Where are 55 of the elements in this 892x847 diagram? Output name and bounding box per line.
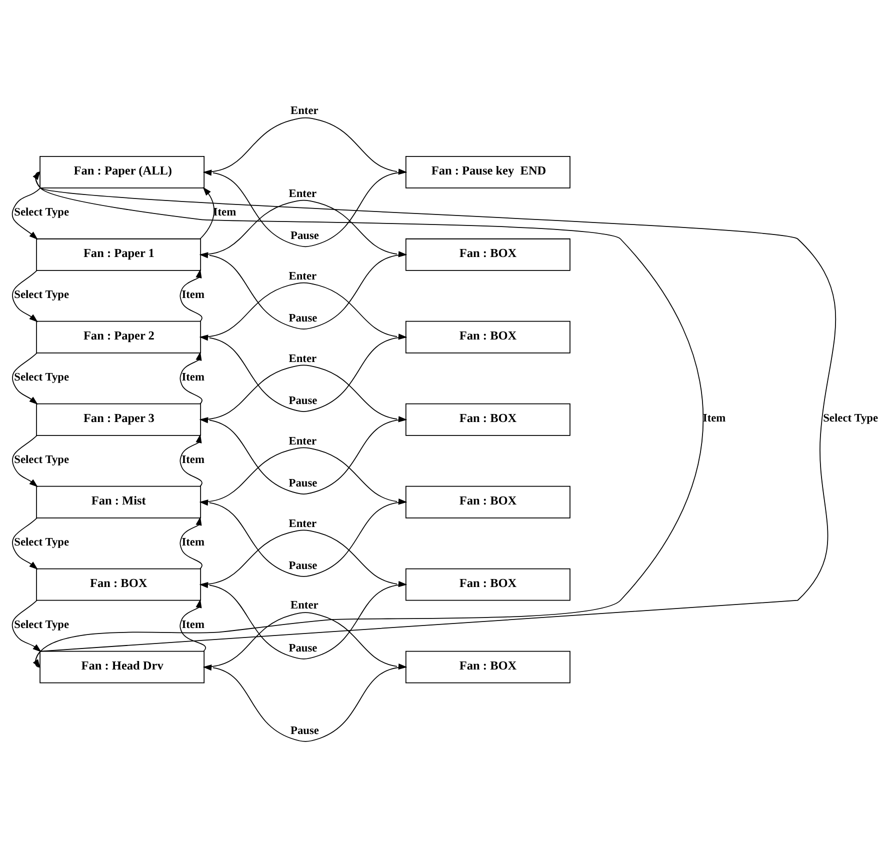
node-box: Fan : BOX <box>405 568 570 601</box>
edge-label: Item <box>182 454 204 466</box>
node-box: Fan : Paper 1 <box>36 238 202 271</box>
edge-label: Pause <box>288 560 318 572</box>
edge-label: Enter <box>288 518 317 530</box>
node-box: Fan : Paper 3 <box>36 403 202 436</box>
node-box: Fan : BOX <box>36 568 202 601</box>
edge-label: Select Type <box>14 454 70 466</box>
arrow <box>12 517 38 570</box>
arrow <box>180 269 202 322</box>
arrow <box>180 352 202 404</box>
edge-label: Enter <box>290 104 318 117</box>
node-box: Fan : Head Drv <box>40 650 205 684</box>
arrow <box>202 664 406 742</box>
node-box: Fan : BOX <box>405 320 570 354</box>
edge-label: Enter <box>288 270 317 283</box>
arrow <box>12 600 42 652</box>
node-box: Fan : Paper (ALL) <box>40 156 205 188</box>
edge-label: Enter <box>288 188 317 200</box>
edge-label: Item <box>182 618 204 631</box>
arrow <box>180 516 202 570</box>
edge-label: Pause <box>288 478 318 490</box>
edge-label: Item <box>702 412 726 425</box>
edge-label: Select Type <box>14 371 70 384</box>
edge-label: Pause <box>290 230 320 242</box>
arrow <box>12 352 38 405</box>
edge-label: Item <box>182 289 204 302</box>
node-box: Fan : BOX <box>405 650 570 684</box>
edge-label: Pause <box>288 395 318 408</box>
edge-label: Select Type <box>14 618 70 631</box>
node-box: Fan : Paper 2 <box>36 320 202 354</box>
edge-label: Enter <box>288 436 317 448</box>
edge-label: Pause <box>290 725 320 738</box>
edge-label: Select Type <box>14 289 70 302</box>
edge-label: Item <box>182 536 204 548</box>
edge-label: Pause <box>288 642 318 655</box>
arrow <box>12 434 38 488</box>
arrow <box>180 434 202 487</box>
edge-label: Enter <box>288 353 317 366</box>
arrow <box>12 188 41 240</box>
node-box: Fan : BOX <box>405 486 570 518</box>
edge-label: Enter <box>290 600 318 612</box>
node-box: Fan : Pause key END <box>405 156 570 188</box>
edge-label: Select Type <box>823 412 878 425</box>
arrow <box>180 599 206 652</box>
edge-label: Select Type <box>14 536 70 548</box>
arrow <box>12 270 38 322</box>
edge-label: Pause <box>288 312 318 325</box>
node-box: Fan : BOX <box>405 403 570 436</box>
node-box: Fan : BOX <box>405 238 570 271</box>
arrow <box>200 186 214 240</box>
edge-label: Item <box>182 371 204 384</box>
edge-label: Select Type <box>14 206 70 219</box>
node-box: Fan : Mist <box>36 486 202 518</box>
edge-label: Item <box>213 206 236 219</box>
